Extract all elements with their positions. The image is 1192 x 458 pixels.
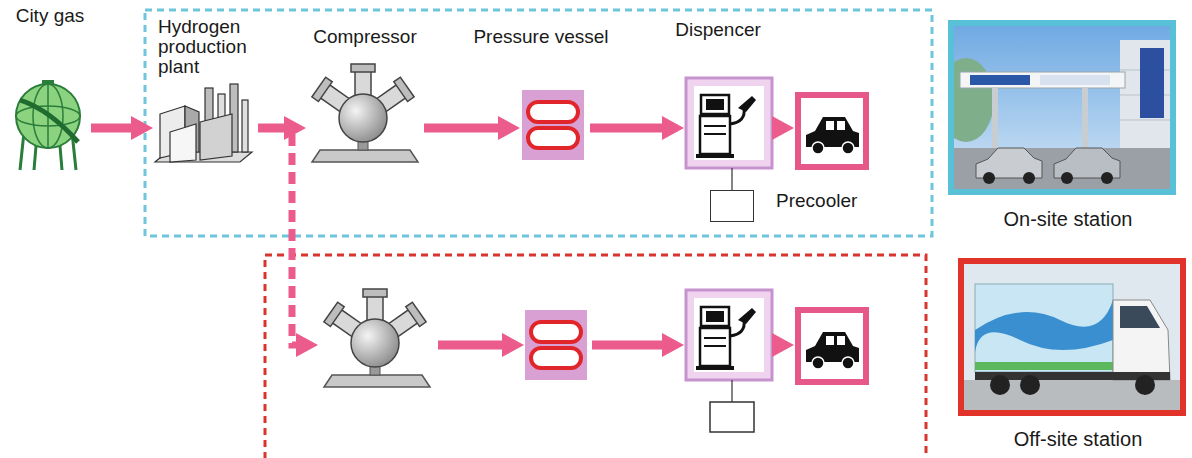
off-site-photo <box>1135 375 1155 395</box>
photo-frame: Off-site station <box>958 258 1186 416</box>
compressor-icon <box>324 289 430 387</box>
off-site-photo <box>975 284 1113 372</box>
on-site-photo <box>952 24 1174 192</box>
precooler-box <box>710 402 754 432</box>
off-site-photo <box>975 362 1113 370</box>
dispenser-icon <box>686 78 772 168</box>
off-site-photo <box>1120 306 1160 328</box>
on-site-photo <box>1120 40 1174 160</box>
plant-icon <box>155 84 252 162</box>
dispenser-node: Dispencer <box>686 78 772 168</box>
flow-arrow <box>258 124 294 133</box>
off-site-photo <box>962 262 1184 414</box>
on-site-photo <box>1140 48 1164 118</box>
component-label: City gas <box>16 6 85 26</box>
pressure-vessel-icon <box>525 310 587 380</box>
off-site-photo <box>1113 300 1170 380</box>
on-site-photo <box>960 72 1125 88</box>
process-node: Compressor <box>308 62 418 162</box>
off-site-region <box>265 255 926 458</box>
on-site-photo <box>1120 120 1174 121</box>
flow-arrow <box>424 124 508 133</box>
component-label: Dispencer <box>675 20 761 40</box>
precooler-box: Precooler <box>710 190 754 222</box>
flow-arrow <box>91 124 141 133</box>
component-label: Precooler <box>776 191 857 211</box>
gas-holder-icon <box>16 84 80 148</box>
on-site-photo <box>1082 88 1088 150</box>
flow-arrow <box>592 341 672 350</box>
on-site-photo <box>952 148 1174 192</box>
on-site-photo <box>983 172 995 184</box>
on-site-photo <box>1023 172 1035 184</box>
dispenser-icon <box>686 290 772 380</box>
component-label: Hydrogen production plant <box>158 17 278 77</box>
flow-arrow <box>776 124 782 133</box>
process-node: Hydrogen production plant <box>155 80 252 165</box>
gas-holder-icon <box>16 80 80 170</box>
on-site-photo <box>970 75 1030 85</box>
storage-node: Pressure vessel <box>522 90 584 160</box>
component-label: Pressure vessel <box>473 27 608 47</box>
branch-arrow <box>292 134 306 345</box>
gas-holder-icon <box>20 100 78 142</box>
on-site-photo <box>952 58 994 142</box>
off-site-photo <box>990 375 1010 395</box>
on-site-photo <box>1040 75 1110 85</box>
precooler-line <box>731 380 732 402</box>
compressor-icon <box>312 64 418 162</box>
flow-arrow <box>438 341 512 350</box>
gas-holder-icon <box>42 80 54 85</box>
plant-icon <box>200 114 232 160</box>
on-site-photo <box>1101 172 1113 184</box>
car-icon <box>798 95 866 167</box>
plant-icon <box>242 100 248 152</box>
photo-frame: On-site station <box>948 20 1176 195</box>
plant-icon <box>170 124 196 162</box>
station-caption: On-site station <box>1004 209 1133 230</box>
connector-line <box>731 168 732 190</box>
flow-arrow <box>590 124 672 133</box>
gas-holder-icon <box>60 146 62 170</box>
on-site-region <box>145 10 932 236</box>
gas-holder-icon <box>34 146 36 170</box>
source-node: City gas <box>15 80 85 170</box>
on-site-photo <box>992 88 998 150</box>
pressure-vessel-icon <box>522 90 584 160</box>
station-caption: Off-site station <box>1014 429 1143 450</box>
off-site-photo <box>1020 375 1040 395</box>
off-site-photo <box>975 300 1113 352</box>
car-icon <box>798 310 866 382</box>
off-site-photo <box>962 262 1184 414</box>
on-site-photo <box>1061 172 1073 184</box>
component-label: Compressor <box>313 27 416 47</box>
flow-arrow <box>776 341 782 350</box>
